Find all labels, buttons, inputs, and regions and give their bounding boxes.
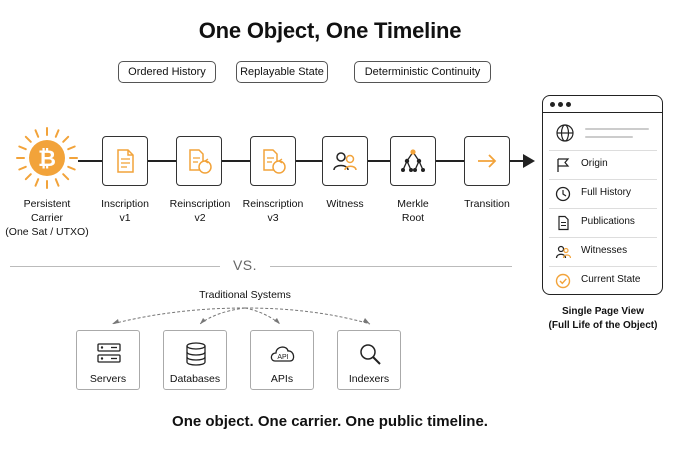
node-transition [464,136,510,186]
check-circle-icon [555,273,571,289]
document-refresh-icon [189,149,212,174]
placeholder-line [585,128,649,130]
placeholder-line [585,136,633,138]
globe-icon [556,124,574,142]
tagline: One object. One carrier. One public time… [172,413,488,430]
carrier-label: Persistent Carrier (One Sat / UTXO) [5,198,89,238]
node-reinscription-v2 [176,136,222,186]
single-page-caption: Single Page View (Full Life of the Objec… [548,306,658,331]
vs-divider-right [270,266,512,267]
node-merkle-root-label: Merkle Root [397,198,429,224]
timeline-line [78,160,524,162]
node-reinscription-v2-label: Reinscription v2 [169,198,231,224]
people-icon [555,245,571,259]
pill-ordered-history: Ordered History [118,61,216,83]
page-row-witnesses: Witnesses [543,241,662,263]
people-icon [333,152,357,171]
window-dot [566,102,571,107]
row-divider [549,266,657,267]
merkle-tree-icon [401,149,425,172]
window-dot [550,102,555,107]
node-witness [322,136,368,186]
page-row-publications: Publications [543,212,662,234]
vs-label: VS. [232,257,258,273]
database-icon [186,342,206,366]
system-indexers: Indexers [337,330,401,390]
svg-text:API: API [277,354,288,361]
row-divider [549,208,657,209]
system-servers: Servers [76,330,140,390]
node-reinscription-v3 [250,136,296,186]
page-row-full-history: Full History [543,183,662,205]
api-cloud-icon: API [270,346,295,362]
magnifier-icon [360,344,381,365]
system-apis: API APIs [250,330,314,390]
clock-icon [555,186,571,202]
document-refresh-icon [263,149,286,174]
node-reinscription-v3-label: Reinscription v3 [242,198,304,224]
row-divider [549,179,657,180]
document-icon [558,215,569,231]
page-row-origin: Origin [543,154,662,176]
system-indexers-label: Indexers [348,373,390,385]
node-inscription-v1 [102,136,148,186]
single-page-view: Origin Full History Publications Witness… [542,95,663,295]
node-witness-label: Witness [326,198,364,210]
server-icon [97,343,121,363]
timeline-arrowhead [523,154,535,168]
window-dot [558,102,563,107]
system-databases: Databases [163,330,227,390]
node-merkle-root [390,136,436,186]
row-divider [549,150,657,151]
vs-divider-left [10,266,220,267]
bitcoin-sun-icon: ₿ [16,127,78,189]
system-databases-label: Databases [169,373,221,385]
document-icon [117,149,134,173]
page-title: One Object, One Timeline [198,18,462,43]
row-divider [549,237,657,238]
pill-deterministic-continuity: Deterministic Continuity [354,61,491,83]
traditional-systems-title: Traditional Systems [199,289,291,301]
node-transition-label: Transition [464,198,510,210]
system-apis-label: APIs [270,373,294,385]
svg-text:₿: ₿ [38,146,56,171]
node-inscription-v1-label: Inscription v1 [101,198,149,224]
pill-replayable-state: Replayable State [236,61,328,83]
arrow-right-icon [478,154,497,168]
flag-icon [557,158,570,172]
system-servers-label: Servers [89,373,127,385]
window-titlebar [543,112,662,113]
traditional-fanout-arrows [111,307,371,325]
page-row-current-state: Current State [543,270,662,292]
